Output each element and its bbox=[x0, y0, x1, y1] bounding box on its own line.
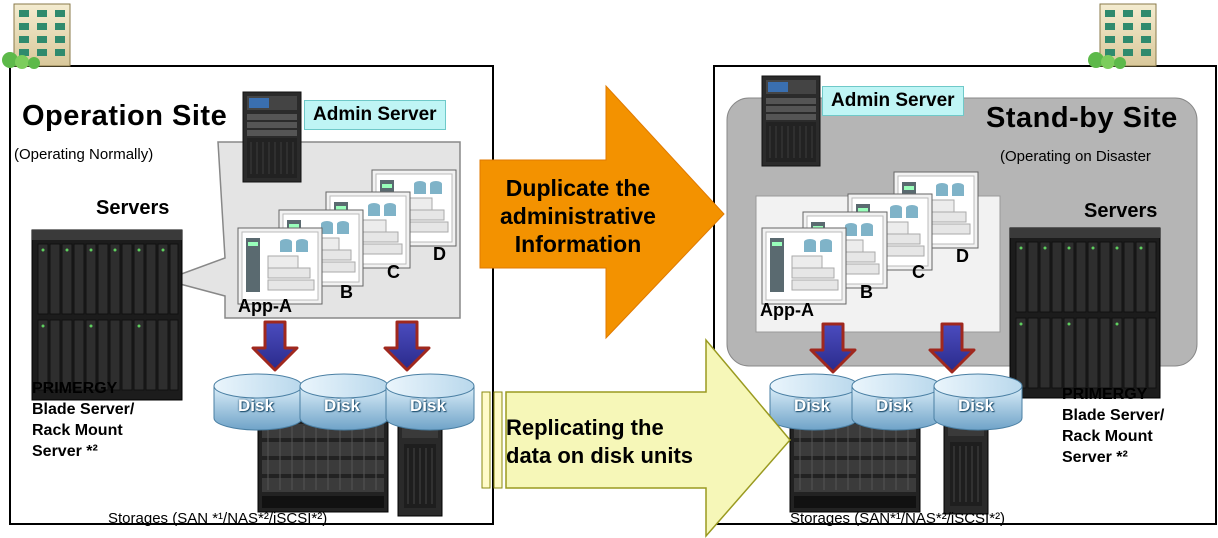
standby-admin-server-icon bbox=[761, 75, 821, 167]
arrow-text-line: Replicating the bbox=[506, 415, 664, 440]
hardware-line: Rack Mount bbox=[1062, 428, 1153, 445]
operation-admin-server-icon bbox=[242, 91, 302, 183]
operation-admin-server-label: Admin Server bbox=[304, 100, 446, 130]
standby-app-d-label: D bbox=[956, 246, 969, 266]
standby-disk-label: Disk bbox=[876, 396, 912, 415]
standby-storage-array-icon bbox=[789, 419, 921, 513]
replicate-arrow-stripe bbox=[493, 391, 503, 489]
hardware-line: Blade Server/ bbox=[1062, 407, 1165, 424]
standby-app-b-label: B bbox=[860, 282, 873, 302]
standby-admin-server-label: Admin Server bbox=[822, 86, 964, 116]
hardware-line: Server *² bbox=[1062, 449, 1128, 466]
hardware-line: Blade Server/ bbox=[32, 401, 135, 418]
replicate-arrow bbox=[505, 337, 791, 538]
standby-app-a-icon bbox=[761, 227, 847, 305]
standby-app-c-label: C bbox=[912, 262, 925, 282]
arrow-text-line: Information bbox=[514, 231, 642, 257]
hardware-line: PRIMERGY bbox=[32, 380, 118, 397]
operation-storage-array-icon bbox=[257, 419, 389, 513]
standby-hardware-text: PRIMERGY Blade Server/ Rack Mount Server… bbox=[1062, 384, 1164, 468]
operation-app-b-label: B bbox=[340, 282, 353, 302]
operation-site-title: Operation Site bbox=[22, 100, 228, 132]
replicate-arrow-text: Replicating the data on disk units bbox=[506, 414, 693, 470]
arrow-text-line: administrative bbox=[500, 203, 656, 229]
hardware-line: Rack Mount bbox=[32, 422, 123, 439]
arrow-text-line: data on disk units bbox=[506, 443, 694, 468]
duplicate-arrow-text: Duplicate the administrative Information bbox=[498, 174, 658, 258]
standby-building-icon bbox=[1087, 3, 1157, 70]
standby-app-a-label: App-A bbox=[760, 300, 814, 320]
operation-disk-label: Disk bbox=[410, 396, 446, 415]
operation-disk-label: Disk bbox=[324, 396, 360, 415]
standby-disk-label: Disk bbox=[958, 396, 994, 415]
standby-disk-label: Disk bbox=[794, 396, 830, 415]
arrow-text-line: Duplicate the bbox=[505, 175, 651, 201]
duplicate-arrow bbox=[479, 84, 725, 340]
standby-blade-server-icon bbox=[1009, 227, 1161, 399]
standby-site-subtitle: (Operating on Disaster bbox=[1000, 148, 1151, 165]
hardware-line: PRIMERGY bbox=[1062, 386, 1148, 403]
operation-site-subtitle: (Operating Normally) bbox=[14, 146, 154, 163]
operation-disk-label: Disk bbox=[238, 396, 274, 415]
operation-hardware-text: PRIMERGY Blade Server/ Rack Mount Server… bbox=[32, 378, 134, 462]
operation-servers-label: Servers bbox=[96, 197, 170, 219]
hardware-line: Server *² bbox=[32, 443, 98, 460]
operation-app-c-label: C bbox=[387, 262, 400, 282]
operation-app-a-label: App-A bbox=[238, 296, 292, 316]
standby-site-title: Stand-by Site bbox=[986, 102, 1178, 134]
standby-storage-caption: Storages (SAN*¹/NAS*²/iSCSI*²) bbox=[790, 510, 1006, 527]
operation-app-d-label: D bbox=[433, 244, 446, 264]
operation-storage-caption: Storages (SAN *¹/NAS*²/iSCSI*²) bbox=[108, 510, 328, 527]
standby-servers-label: Servers bbox=[1084, 200, 1158, 222]
operation-app-a-icon bbox=[237, 227, 323, 305]
replicate-arrow-stripe bbox=[481, 391, 491, 489]
operation-blade-server-icon bbox=[31, 229, 183, 401]
operation-building-icon bbox=[1, 3, 71, 70]
